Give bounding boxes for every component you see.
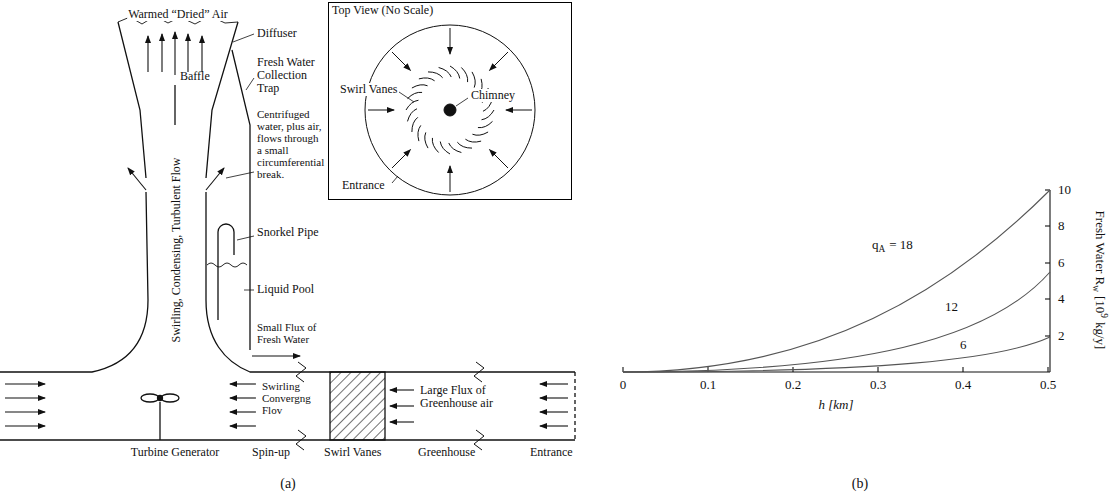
part-label: Fresh Water Collection Trap (257, 56, 325, 96)
top-view-inset: Top View (No Scale) Swirl Vanes ChimneyEnt… (328, 2, 572, 200)
part-label: Liquid Pool (257, 283, 314, 296)
part-label: Entrance (530, 446, 573, 459)
curve-label: q (872, 237, 879, 252)
curve-label-group: qA= 18 (872, 238, 913, 254)
axis-tick: 0.5 (1040, 378, 1056, 392)
inset-label: Swirl Vanes (339, 83, 398, 96)
note-label: Centrifuged water, plus air, flows throu… (257, 108, 325, 181)
axis-title: kg/y] (1093, 322, 1108, 349)
panel-label: (b) (852, 476, 868, 491)
part-label: Diffuser (257, 27, 297, 40)
inset-title: Top View (No Scale) (332, 4, 433, 17)
axis-tick: 0.2 (785, 378, 801, 392)
axis-title: h [km] (818, 398, 853, 412)
axis-title: w (1091, 285, 1101, 292)
axis-tick: 6 (1058, 256, 1065, 270)
axis-tick: 0.1 (700, 378, 716, 392)
axis-title-group: Fresh Water Rw [109 kg/y] (1091, 211, 1109, 350)
flow-label: Swirling, Condensing, Turbulent Flow (170, 157, 183, 342)
flow-label: Large Flux of Greenhouse air (420, 384, 500, 410)
part-label: Turbine Generator (131, 446, 220, 459)
axis-tick: 8 (1058, 219, 1065, 233)
axis-tick: 10 (1058, 183, 1071, 197)
curve-label: = 18 (889, 237, 913, 252)
axis-title: [10 (1093, 296, 1108, 313)
part-label: Spin-up (252, 446, 290, 459)
axis-tick: 2 (1058, 329, 1065, 343)
inset-label: Entrance (341, 179, 386, 192)
axis-tick: 4 (1058, 292, 1065, 306)
part-label: Greenhouse (418, 446, 475, 459)
curve-label: 6 (960, 338, 967, 352)
inset-label: Chimney (470, 89, 516, 102)
panel-label: (a) (280, 476, 296, 491)
part-label: Swirl Vanes (324, 446, 381, 459)
axis-tick: 0.4 (955, 378, 971, 392)
curve-label: A (879, 244, 886, 254)
axis-tick: 0 (620, 378, 627, 392)
flow-label: Warmed “Dried” Air (127, 8, 229, 21)
curve-label: 12 (945, 300, 958, 314)
flow-label: Swirling Convergng Flov (262, 380, 324, 416)
axis-title: 9 (1099, 313, 1109, 318)
axis-tick: 0.3 (870, 378, 886, 392)
part-label: Baffle (180, 70, 210, 83)
flow-label: Small Flux of Fresh Water (257, 322, 327, 346)
part-label: Snorkel Pipe (257, 226, 325, 239)
axis-title: Fresh Water R (1093, 211, 1108, 286)
